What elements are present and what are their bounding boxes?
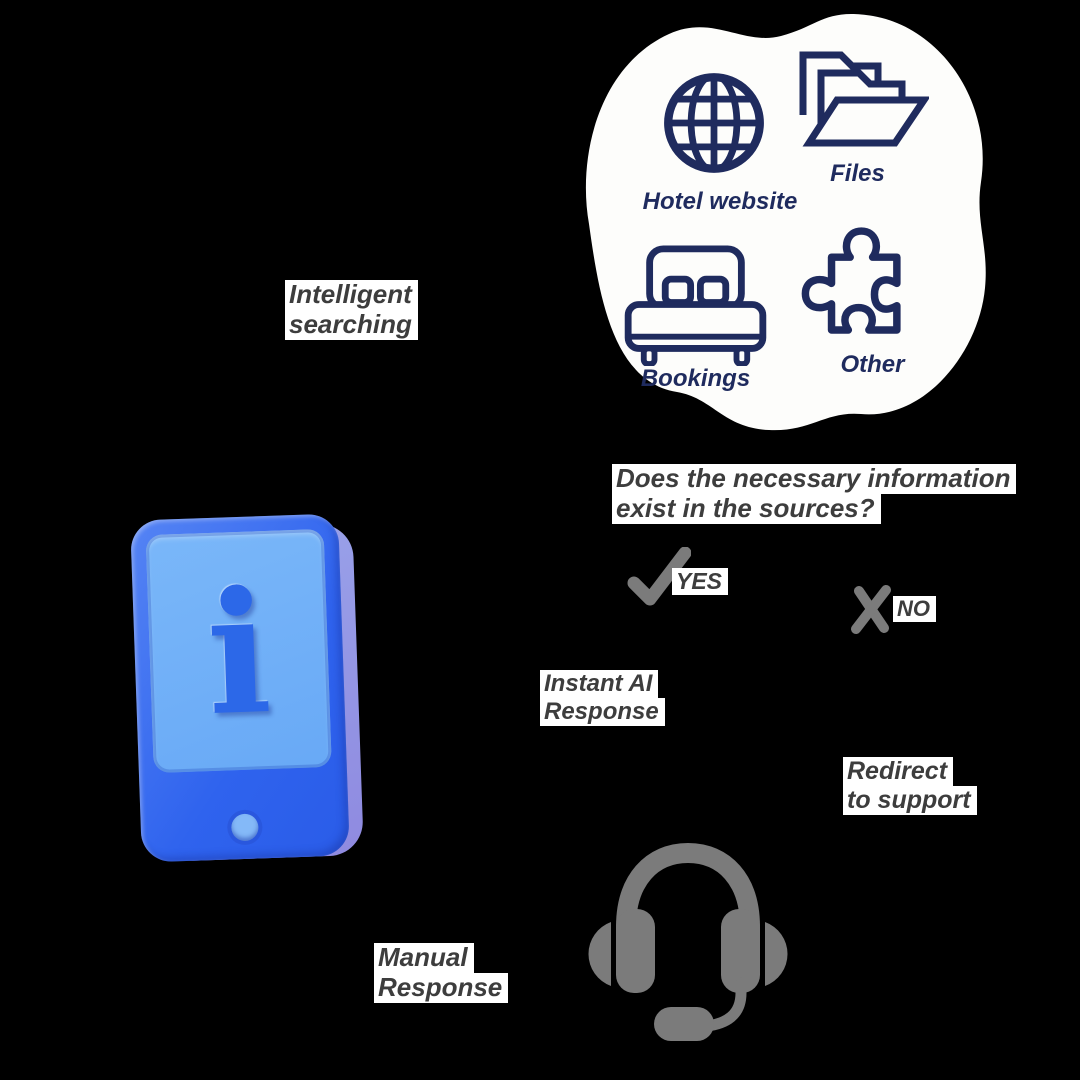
caption-instant-ai-response: Instant AI Response <box>540 670 665 726</box>
caption-line: Redirect <box>843 757 954 786</box>
caption-line: Instant AI <box>540 670 659 698</box>
caption-line: to support <box>843 786 977 815</box>
x-icon <box>851 585 891 634</box>
phone-home-button <box>230 813 259 842</box>
caption-line: Does the necessary information <box>612 464 1017 494</box>
caption-line: NO <box>893 596 936 622</box>
info-phone-graphic: i <box>130 513 364 863</box>
caption-line: Response <box>540 698 665 726</box>
source-label-other: Other <box>840 351 905 378</box>
caption-manual-response: Manual Response <box>374 943 509 1003</box>
source-label-bookings: Bookings <box>640 365 751 392</box>
caption-line: Manual <box>374 943 474 973</box>
phone-body: i <box>130 513 350 863</box>
caption-no: NO <box>893 596 936 622</box>
caption-line: Response <box>374 973 509 1003</box>
phone-screen: i <box>145 528 332 774</box>
caption-yes: YES <box>672 568 729 595</box>
caption-line: exist in the sources? <box>612 494 881 524</box>
info-icon: i <box>203 552 275 754</box>
files-icon <box>799 51 929 147</box>
caption-redirect-to-support: Redirect to support <box>843 757 977 815</box>
caption-line: Intelligent <box>285 280 418 310</box>
source-label-files: Files <box>830 160 885 187</box>
caption-line: searching <box>285 310 418 340</box>
puzzle-icon <box>801 227 901 334</box>
globe-icon <box>664 73 764 173</box>
headset-icon <box>588 842 788 1041</box>
caption-question: Does the necessary information exist in … <box>612 464 1017 524</box>
caption-intelligent-searching: Intelligent searching <box>285 280 418 340</box>
bed-icon <box>624 245 767 366</box>
source-label-hotel-website: Hotel website <box>642 188 798 215</box>
caption-line: YES <box>672 568 729 595</box>
